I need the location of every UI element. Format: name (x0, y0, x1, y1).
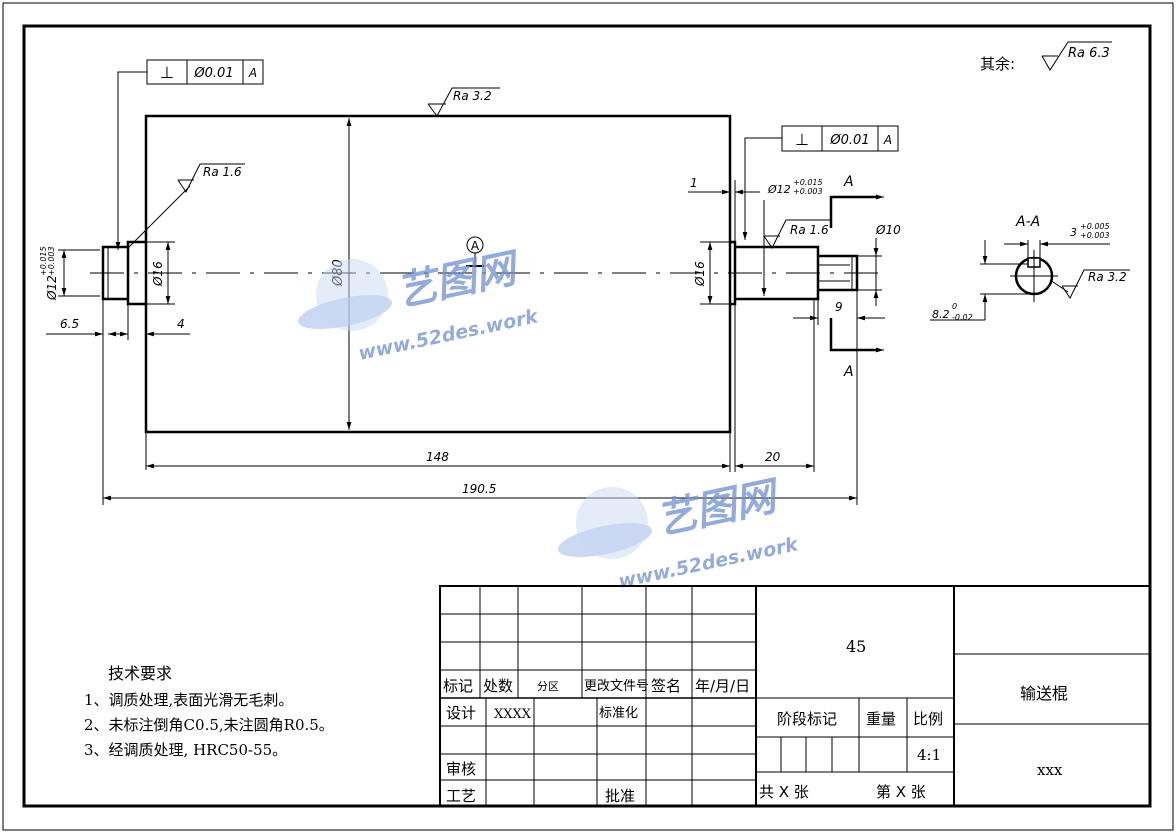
dim-4: 4 (110, 317, 190, 337)
svg-text:8.2: 8.2 (932, 308, 950, 321)
svg-text:更改文件号: 更改文件号 (584, 679, 649, 694)
svg-text:Ø0.01: Ø0.01 (829, 133, 869, 148)
svg-text:+0.003: +0.003 (1080, 231, 1110, 240)
dim-left-shaft: Ø12 +0.015 +0.003 (39, 246, 100, 301)
dim-total: 190.5 (103, 306, 858, 505)
roughness-right: Ra 1.6 (763, 219, 832, 249)
dim-1: 1 (688, 176, 760, 242)
tech-item: 2、未标注倒角C0.5,未注圆角R0.5。 (84, 716, 334, 734)
dim-6-5: 6.5 (46, 300, 147, 505)
svg-text:共 X 张: 共 X 张 (759, 783, 809, 801)
svg-text:148: 148 (426, 450, 449, 464)
watermark-brand: 艺图网 (653, 473, 786, 544)
svg-text:XXXX: XXXX (494, 707, 532, 722)
svg-text:标准化: 标准化 (599, 706, 638, 721)
svg-text:处数: 处数 (483, 677, 513, 695)
perpendicular-icon: ⊥ (795, 130, 809, 149)
dim-left-step: Ø16 (146, 241, 175, 305)
general-roughness-value: Ra 6.3 (1068, 46, 1110, 61)
svg-text:Ø12: Ø12 (45, 275, 59, 301)
watermark-url: www.52des.work (616, 533, 801, 593)
drawing-code: xxx (1037, 761, 1063, 779)
dim-right-step: Ø16 (693, 241, 730, 305)
left-step (126, 240, 146, 306)
technical-requirements: 技术要求 1、调质处理,表面光滑无毛刺。 2、未标注倒角C0.5,未注圆角R0.… (84, 664, 334, 759)
svg-text:Ra 1.6: Ra 1.6 (790, 223, 829, 237)
roughness-left: Ra 1.6 (127, 163, 245, 249)
dim-9: 9 (793, 290, 885, 325)
general-roughness: 其余: Ra 6.3 (980, 41, 1112, 73)
svg-text:分区: 分区 (537, 680, 559, 693)
svg-text:批准: 批准 (605, 787, 635, 805)
svg-text:阶段标记: 阶段标记 (777, 710, 837, 728)
general-roughness-label: 其余: (980, 55, 1015, 73)
tech-title: 技术要求 (108, 664, 172, 683)
section-view: A-A 3 +0.005 +0.003 8.2 0 -0.02 Ra 3.2 (930, 214, 1130, 322)
svg-text:A: A (883, 133, 892, 147)
svg-text:Ø0.01: Ø0.01 (193, 66, 233, 81)
title-block: 标记 处数 分区 更改文件号 签名 年/月/日 设计 XXXX 标准化 审核 工… (439, 585, 1151, 807)
svg-text:第 X 张: 第 X 张 (876, 783, 926, 801)
svg-text:Ra 3.2: Ra 3.2 (453, 89, 492, 103)
roughness-symbol-icon (1041, 41, 1112, 71)
svg-text:设计: 设计 (446, 704, 476, 722)
svg-text:9: 9 (835, 300, 843, 314)
svg-text:Ø16: Ø16 (693, 261, 707, 287)
scale-value: 4:1 (917, 746, 941, 764)
svg-text:190.5: 190.5 (462, 482, 496, 496)
svg-text:Ø10: Ø10 (875, 223, 901, 237)
svg-text:比例: 比例 (913, 710, 943, 728)
svg-text:6.5: 6.5 (60, 317, 79, 331)
svg-text:+0.005: +0.005 (1080, 222, 1110, 231)
svg-text:Ra 1.6: Ra 1.6 (203, 165, 242, 179)
svg-text:Ø16: Ø16 (151, 261, 165, 287)
material: 45 (846, 637, 866, 656)
svg-text:审核: 审核 (446, 760, 476, 778)
svg-text:+0.003: +0.003 (47, 246, 56, 276)
svg-text:A: A (843, 174, 854, 190)
svg-text:3: 3 (1070, 226, 1077, 239)
svg-text:A: A (248, 66, 257, 80)
tech-item: 1、调质处理,表面光滑无毛刺。 (84, 691, 293, 709)
svg-text:+0.015: +0.015 (39, 246, 48, 276)
svg-text:A: A (471, 239, 480, 253)
part-name: 输送棍 (1020, 684, 1068, 703)
svg-text:-0.02: -0.02 (952, 313, 973, 322)
datum-marker: A (466, 236, 484, 267)
svg-text:A: A (843, 364, 854, 380)
svg-text:Ø12: Ø12 (767, 183, 791, 196)
svg-text:20: 20 (765, 450, 781, 464)
perpendicularity-frame-left: ⊥ Ø0.01 A (115, 59, 264, 250)
svg-text:1: 1 (690, 176, 698, 190)
watermark-brand: 艺图网 (393, 245, 526, 316)
dim-20: 20 (734, 299, 815, 472)
svg-text:+0.003: +0.003 (793, 187, 823, 196)
roughness-top: Ra 3.2 (427, 87, 500, 117)
svg-text:重量: 重量 (866, 710, 896, 728)
svg-text:+0.015: +0.015 (793, 178, 823, 187)
svg-text:工艺: 工艺 (446, 787, 476, 805)
roller-body (144, 114, 732, 434)
dim-right-shaft: Ø12 +0.015 +0.003 (761, 178, 823, 296)
section-cut-marks: A A (829, 174, 884, 380)
svg-text:Ra 3.2: Ra 3.2 (1088, 270, 1127, 284)
perpendicularity-frame-right: ⊥ Ø0.01 A (742, 125, 899, 240)
perpendicular-icon: ⊥ (160, 63, 174, 82)
svg-text:年/月/日: 年/月/日 (695, 677, 750, 695)
dim-148: 148 (146, 432, 731, 472)
section-title: A-A (1015, 214, 1040, 230)
watermark-url: www.52des.work (356, 305, 541, 365)
svg-text:4: 4 (177, 317, 185, 331)
watermark-2: 艺图网 www.52des.work (557, 473, 801, 593)
svg-text:签名: 签名 (651, 677, 681, 695)
dim-end: Ø10 (857, 223, 901, 306)
tech-item: 3、经调质处理, HRC50-55。 (84, 741, 287, 759)
svg-text:0: 0 (952, 302, 957, 311)
svg-text:标记: 标记 (443, 677, 473, 695)
